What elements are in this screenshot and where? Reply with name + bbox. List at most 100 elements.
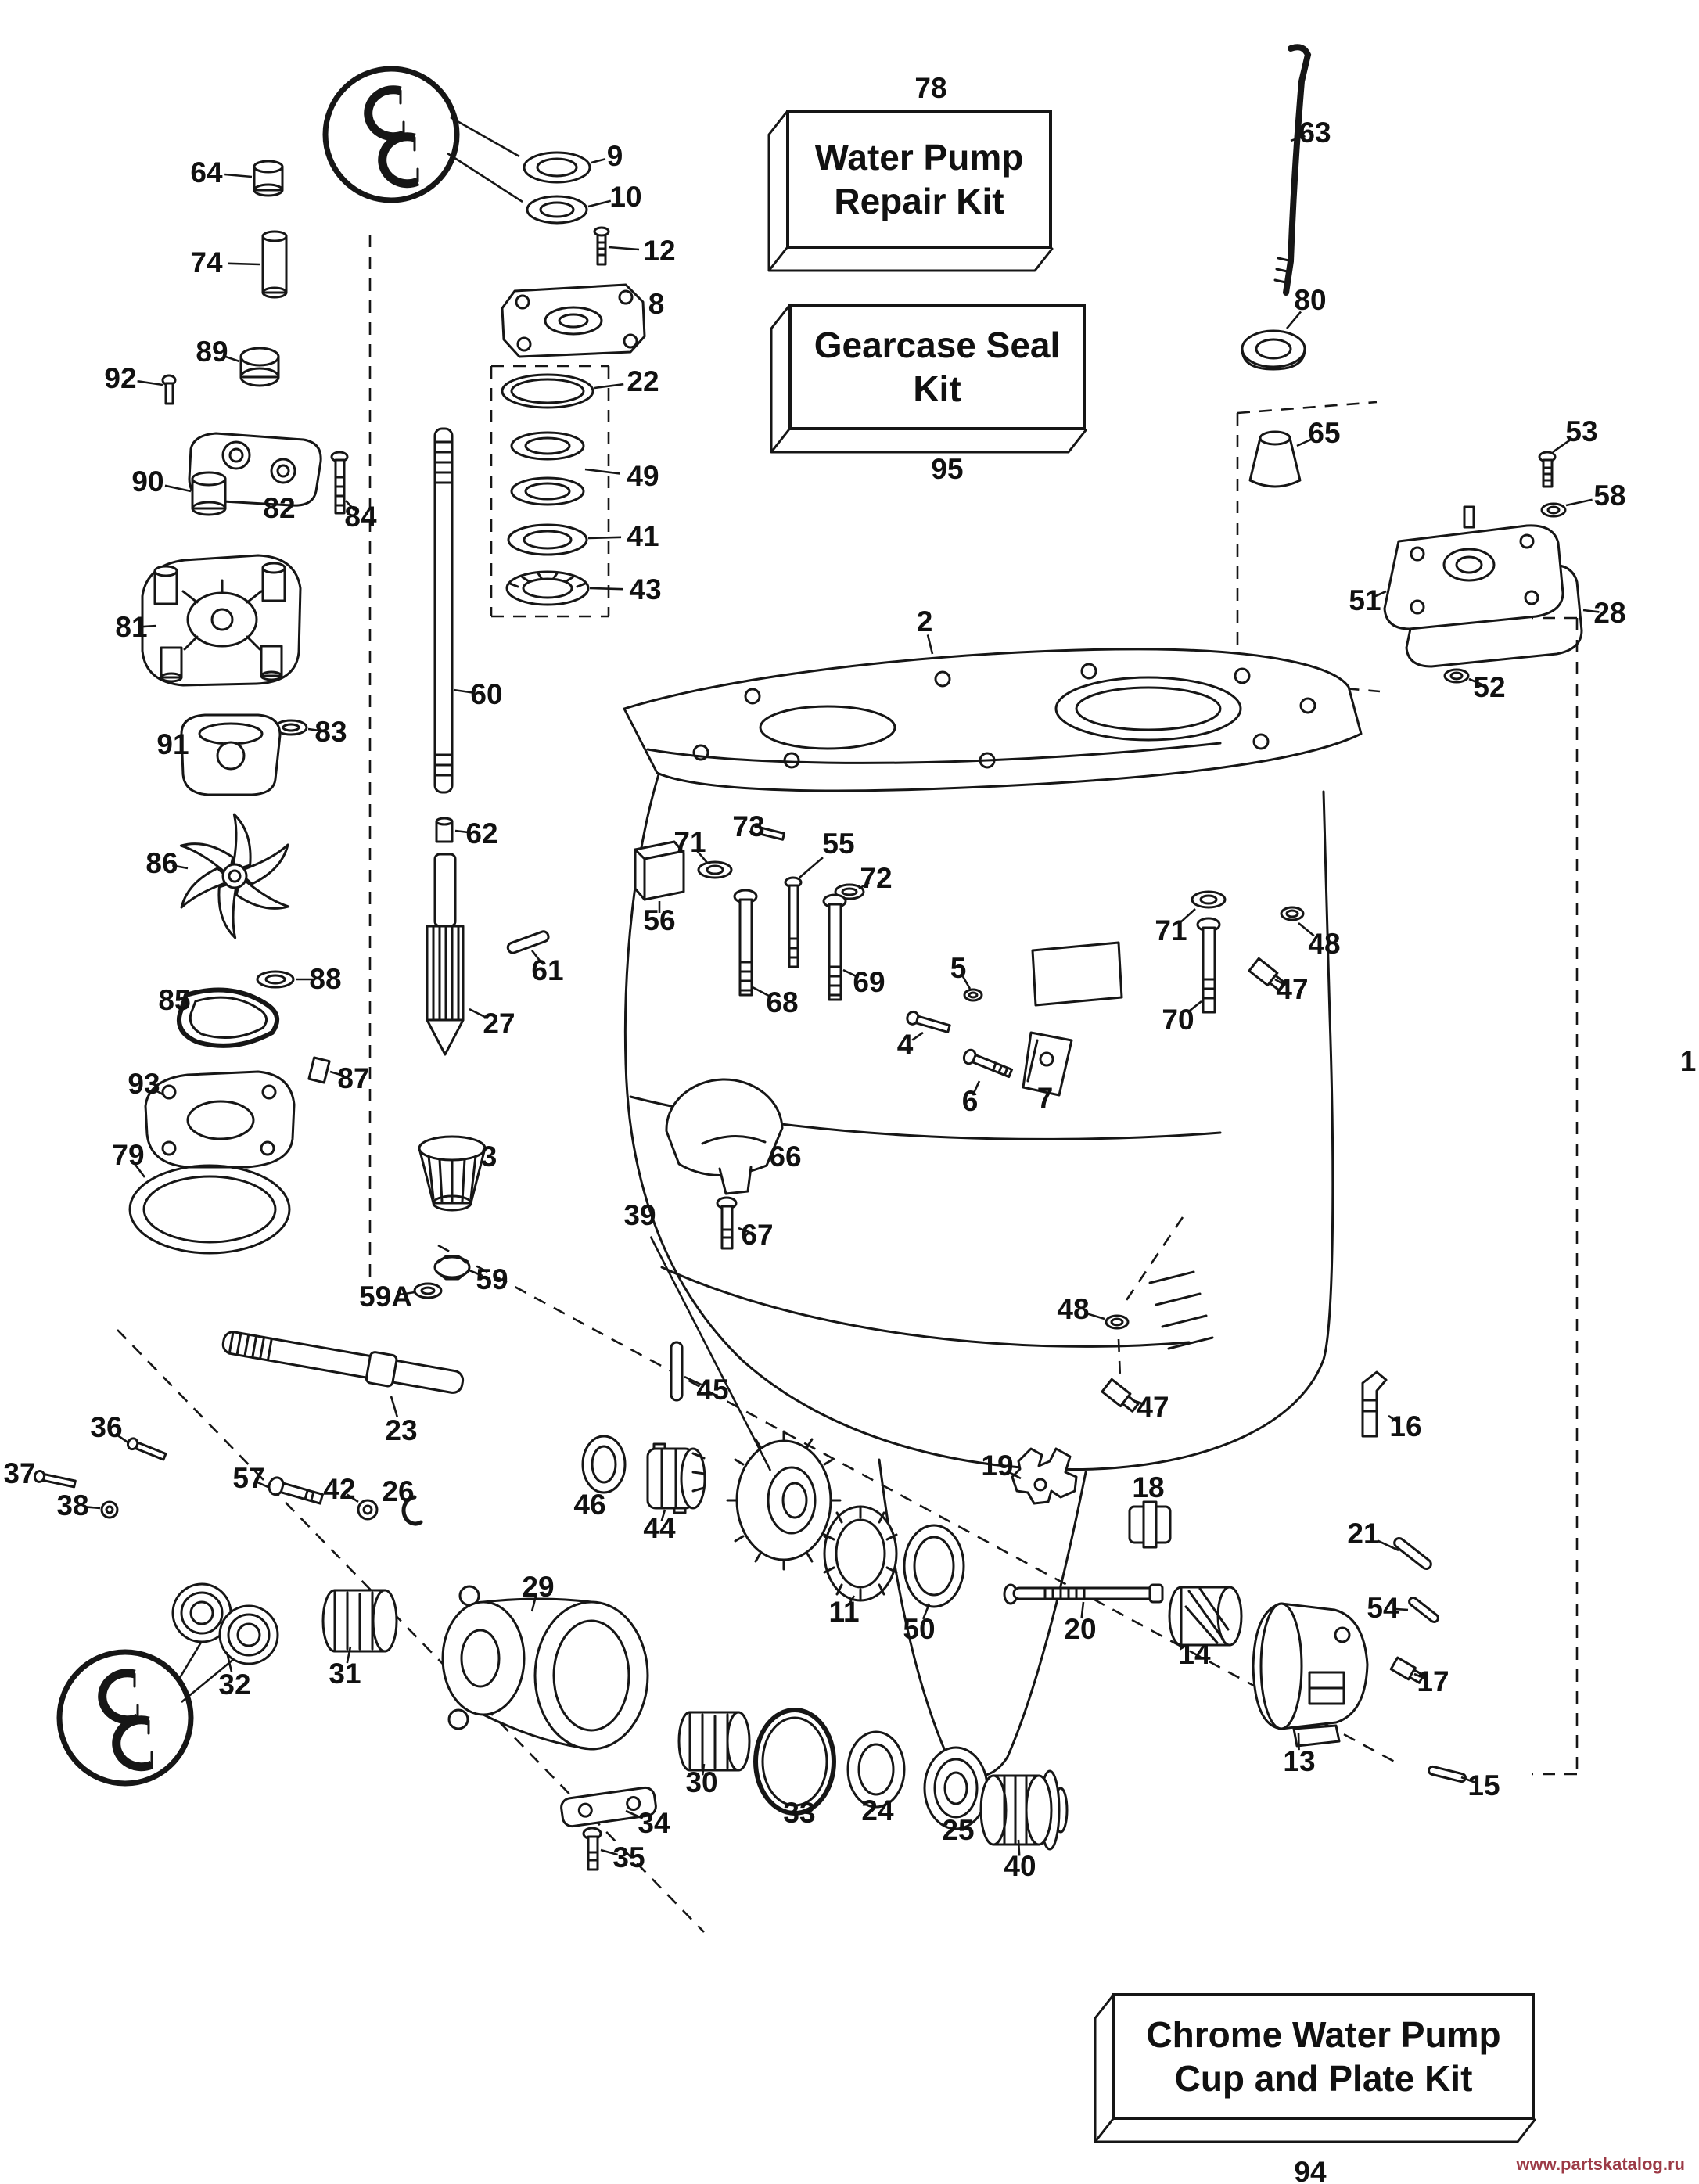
part-label-6: 6 (961, 1085, 979, 1117)
part-label-33: 33 (783, 1797, 816, 1829)
leader-line (134, 1163, 146, 1178)
part-label-67: 67 (741, 1219, 774, 1251)
part-label-79: 79 (112, 1139, 145, 1171)
part-label-2: 2 (916, 605, 933, 638)
part-label-17: 17 (1417, 1665, 1449, 1697)
leader-line (1413, 1672, 1426, 1680)
leader-line (171, 864, 189, 870)
leader-line (307, 727, 322, 732)
leader-line (1187, 1000, 1202, 1014)
part-label-10: 10 (609, 181, 642, 213)
part-label-38: 38 (56, 1489, 89, 1521)
part-label-47: 47 (1137, 1391, 1169, 1423)
leader-line (1388, 1414, 1399, 1424)
leader-line (1392, 1607, 1409, 1611)
part-label-46: 46 (573, 1489, 606, 1521)
part-label-92: 92 (104, 362, 137, 394)
leader-line (390, 1396, 399, 1417)
leader-line (600, 1848, 618, 1856)
part-label-58: 58 (1593, 480, 1626, 512)
retaining-clip-detail-bottom (56, 1640, 235, 1787)
part-label-22: 22 (627, 365, 659, 397)
leader-line (346, 1493, 359, 1503)
part-label-56: 56 (643, 904, 676, 936)
part-label-94: 94 (1294, 2156, 1327, 2184)
part-label-84: 84 (344, 501, 377, 533)
part-label-47: 47 (1276, 973, 1309, 1005)
leader-line (847, 1595, 856, 1607)
part-label-15: 15 (1467, 1769, 1500, 1801)
part-label-4: 4 (896, 1029, 914, 1061)
part-label-71: 71 (1155, 914, 1187, 947)
leader-line (594, 383, 624, 390)
part-label-95: 95 (931, 453, 964, 485)
leader-line (329, 1070, 345, 1077)
leader-line (584, 468, 620, 475)
leader-line (842, 968, 860, 979)
part-label-73: 73 (732, 810, 765, 842)
leader-line (469, 1269, 483, 1277)
retaining-clip-detail-top (322, 66, 523, 203)
leader-line (696, 850, 709, 864)
part-label-90: 90 (131, 465, 164, 498)
leader-line (738, 1227, 750, 1234)
part-label-24: 24 (861, 1794, 894, 1827)
part-label-81: 81 (115, 611, 148, 643)
part-label-37: 37 (3, 1457, 36, 1489)
part-label-70: 70 (1162, 1004, 1194, 1036)
leader-line (453, 688, 474, 694)
leader-line (608, 246, 640, 251)
part-label-8: 8 (648, 288, 665, 320)
part-label-54: 54 (1367, 1592, 1399, 1624)
part-label-39: 39 (623, 1199, 656, 1231)
part-label-64: 64 (190, 156, 223, 189)
leader-line (141, 624, 157, 628)
part-label-35: 35 (612, 1841, 645, 1873)
leader-line (345, 500, 356, 512)
leader-line (1468, 677, 1482, 685)
leader-line (972, 1080, 981, 1094)
leader-line (1180, 908, 1196, 923)
part-label-27: 27 (483, 1008, 515, 1040)
part-label-65: 65 (1308, 417, 1341, 449)
part-label-50: 50 (903, 1613, 936, 1645)
part-label-3: 3 (480, 1140, 497, 1173)
part-label-11: 11 (828, 1596, 860, 1628)
water-pump-left-parts (128, 160, 349, 1255)
leader-line (114, 1432, 130, 1445)
seal-stack-parts (501, 151, 646, 606)
part-label-18: 18 (1132, 1471, 1165, 1503)
leader-line (530, 950, 543, 964)
kit-box-water-pump-repair: Water Pump Repair Kit (786, 110, 1052, 249)
part-label-52: 52 (1473, 671, 1506, 703)
part-label-13: 13 (1283, 1745, 1316, 1777)
kit-box-label: Gearcase Seal Kit (814, 324, 1061, 409)
kit-box-label: Water Pump Repair Kit (814, 136, 1024, 221)
part-label-51: 51 (1349, 584, 1381, 616)
leader-line (137, 379, 163, 386)
part-label-59A: 59A (359, 1281, 412, 1313)
leader-line (1085, 1312, 1105, 1320)
part-label-78: 78 (914, 72, 947, 104)
part-label-49: 49 (627, 460, 659, 492)
part-label-69: 69 (853, 966, 885, 998)
part-label-23: 23 (385, 1414, 418, 1446)
leader-line (858, 882, 870, 890)
leader-line (589, 587, 623, 591)
watermark: www.partskatalog.ru (1516, 2154, 1685, 2174)
prop-shaft-parts (33, 1331, 1369, 1871)
part-label-53: 53 (1565, 415, 1598, 447)
leader-line (1460, 1776, 1475, 1783)
part-label-29: 29 (522, 1571, 555, 1603)
part-label-5: 5 (950, 952, 967, 984)
leader-line (1373, 590, 1387, 598)
leader-line (684, 1375, 702, 1386)
part-label-7: 7 (1036, 1082, 1054, 1114)
leader-line (1290, 135, 1306, 142)
leader-line (591, 157, 606, 164)
part-label-63: 63 (1298, 117, 1331, 149)
leader-line (1297, 1732, 1300, 1751)
leader-line (1274, 978, 1286, 986)
leader-line (1298, 921, 1315, 937)
